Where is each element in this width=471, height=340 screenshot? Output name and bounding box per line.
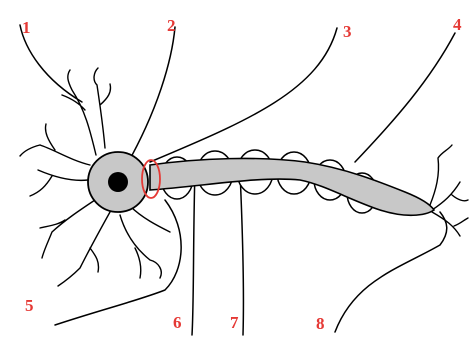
leader-line-3 — [150, 28, 337, 162]
leader-line-6 — [192, 170, 195, 335]
leader-line-4 — [355, 33, 455, 162]
label-8: 8 — [316, 315, 325, 332]
leader-line-2 — [125, 27, 175, 168]
leader-line-5 — [55, 200, 181, 325]
nucleus — [108, 172, 128, 192]
label-5: 5 — [25, 297, 34, 314]
label-6: 6 — [173, 314, 182, 331]
label-4: 4 — [453, 16, 462, 33]
leader-line-7 — [240, 172, 243, 335]
axon-terminals — [430, 145, 468, 236]
label-3: 3 — [343, 23, 352, 40]
label-1: 1 — [22, 19, 31, 36]
leader-line-8 — [335, 212, 447, 332]
label-2: 2 — [167, 17, 176, 34]
label-7: 7 — [230, 314, 239, 331]
